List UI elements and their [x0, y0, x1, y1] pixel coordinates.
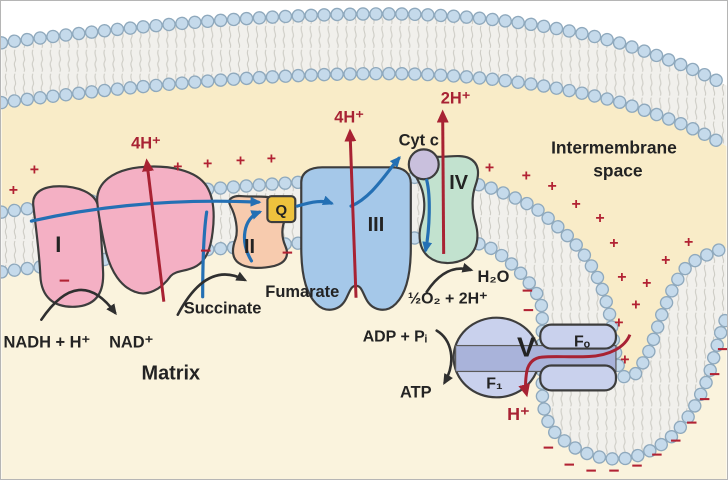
fo-subunit-label: Fₒ [574, 334, 591, 351]
succinate-to-fumarate-arrow [176, 271, 248, 316]
proton-label-complex-iv: 2H⁺ [441, 90, 471, 108]
electron-path-through-complex-iv [422, 178, 433, 253]
succinate-label: Succinate [184, 300, 262, 318]
adp-to-atp-arrow [435, 329, 453, 385]
electron-path-complex-iii-to-cytc [349, 156, 401, 208]
minus-charge: − [523, 301, 534, 322]
proton-label-complex-iii: 4H⁺ [334, 108, 364, 126]
plus-charge: + [595, 210, 604, 227]
minus-charge: − [699, 389, 710, 410]
minus-charge: − [59, 271, 70, 292]
plus-charge: + [236, 152, 245, 169]
complex-iii-label: III [368, 214, 385, 236]
negative-charges: − − − − − − − − − − − − − − − − [59, 241, 727, 479]
minus-charge: − [709, 364, 720, 385]
minus-charge: − [670, 431, 681, 452]
plus-charge: + [9, 182, 18, 199]
atp-label: ATP [400, 383, 432, 401]
matrix-label: Matrix [141, 362, 200, 384]
proton-label-complex-i: 4H⁺ [131, 134, 161, 152]
electron-path-from-nadh [201, 210, 209, 299]
fo-subunit-shape [539, 323, 618, 350]
electron-flow-arrows [29, 156, 433, 299]
f1-subunit-label: F₁ [486, 375, 503, 392]
plus-charge: + [267, 150, 276, 167]
proton-arrow-complex-i [142, 158, 166, 302]
proton-label-atp-synthase: H⁺ [507, 404, 529, 424]
intermembrane-space-label: Intermembrane [551, 137, 677, 157]
cytochrome-c-shape [407, 148, 440, 181]
minus-charge: − [686, 413, 697, 434]
atp-synthase [452, 316, 618, 399]
plus-charge: + [617, 269, 626, 286]
electron-path-q-to-complex-iii [295, 195, 334, 208]
plus-charge: + [620, 351, 629, 368]
water-label: H₂O [478, 268, 510, 286]
proton-arrow-complex-iii [344, 128, 358, 298]
cytochrome-c-label: Cyt c [399, 131, 439, 149]
complex-ii-label: II [244, 236, 255, 258]
minus-charge: − [543, 438, 554, 459]
electron-path-from-complex-ii [242, 210, 263, 263]
minus-charge: − [522, 281, 533, 302]
adp-label: ADP + Pᵢ [363, 329, 427, 346]
plus-charge: + [548, 178, 557, 195]
plus-charge: + [173, 158, 182, 175]
fumarate-label: Fumarate [265, 283, 339, 301]
plus-charge: + [642, 275, 651, 292]
outer-membrane-tails-texture [1, 13, 727, 147]
plus-charge: + [609, 235, 618, 252]
plus-charge: + [661, 252, 670, 269]
electron-path-through-complex-i [29, 196, 262, 223]
plus-charge: + [631, 297, 640, 314]
reaction-arrows [40, 262, 474, 385]
outer-membrane [2, 14, 727, 147]
proton-pump-arrows [142, 109, 632, 398]
minus-charge: − [608, 461, 619, 479]
minus-charge: − [717, 340, 727, 361]
ubiquinone-q-shape [266, 195, 297, 224]
plus-charge: + [30, 161, 39, 178]
proton-arrow-complex-iv [436, 109, 449, 254]
nadh-to-nad-arrow [40, 288, 117, 321]
minus-charge: − [631, 456, 642, 477]
fo-subunit-shape [539, 364, 618, 392]
complex-v-label: V [517, 332, 536, 363]
intermembrane-space-region [1, 73, 727, 378]
minus-charge: − [282, 243, 293, 264]
minus-charge: − [651, 445, 662, 466]
oxygen-label: ½O₂ + 2H⁺ [408, 291, 488, 308]
plus-charge: + [485, 159, 494, 176]
nadh-label: NADH + H⁺ [4, 334, 91, 352]
minus-charge: − [200, 241, 211, 262]
complex-iv-label: IV [449, 172, 469, 194]
complex-i-label: I [55, 232, 61, 257]
plus-charge: + [571, 196, 580, 213]
ubiquinone-q-label: Q [276, 202, 288, 219]
nad-label: NAD⁺ [109, 334, 153, 352]
plus-charge: + [522, 167, 531, 184]
plus-charge: + [614, 315, 623, 332]
minus-charge: − [564, 455, 575, 476]
oxygen-to-water-arrow [425, 262, 474, 294]
plus-charge: + [684, 234, 693, 251]
proton-arrow-atp-synthase [518, 333, 632, 398]
plus-charge: + [203, 155, 212, 172]
positive-charges: + + + + + + + + + + + + + + + + + + + [9, 150, 693, 368]
minus-charge: − [586, 461, 597, 479]
intermembrane-space-label: space [593, 160, 643, 180]
